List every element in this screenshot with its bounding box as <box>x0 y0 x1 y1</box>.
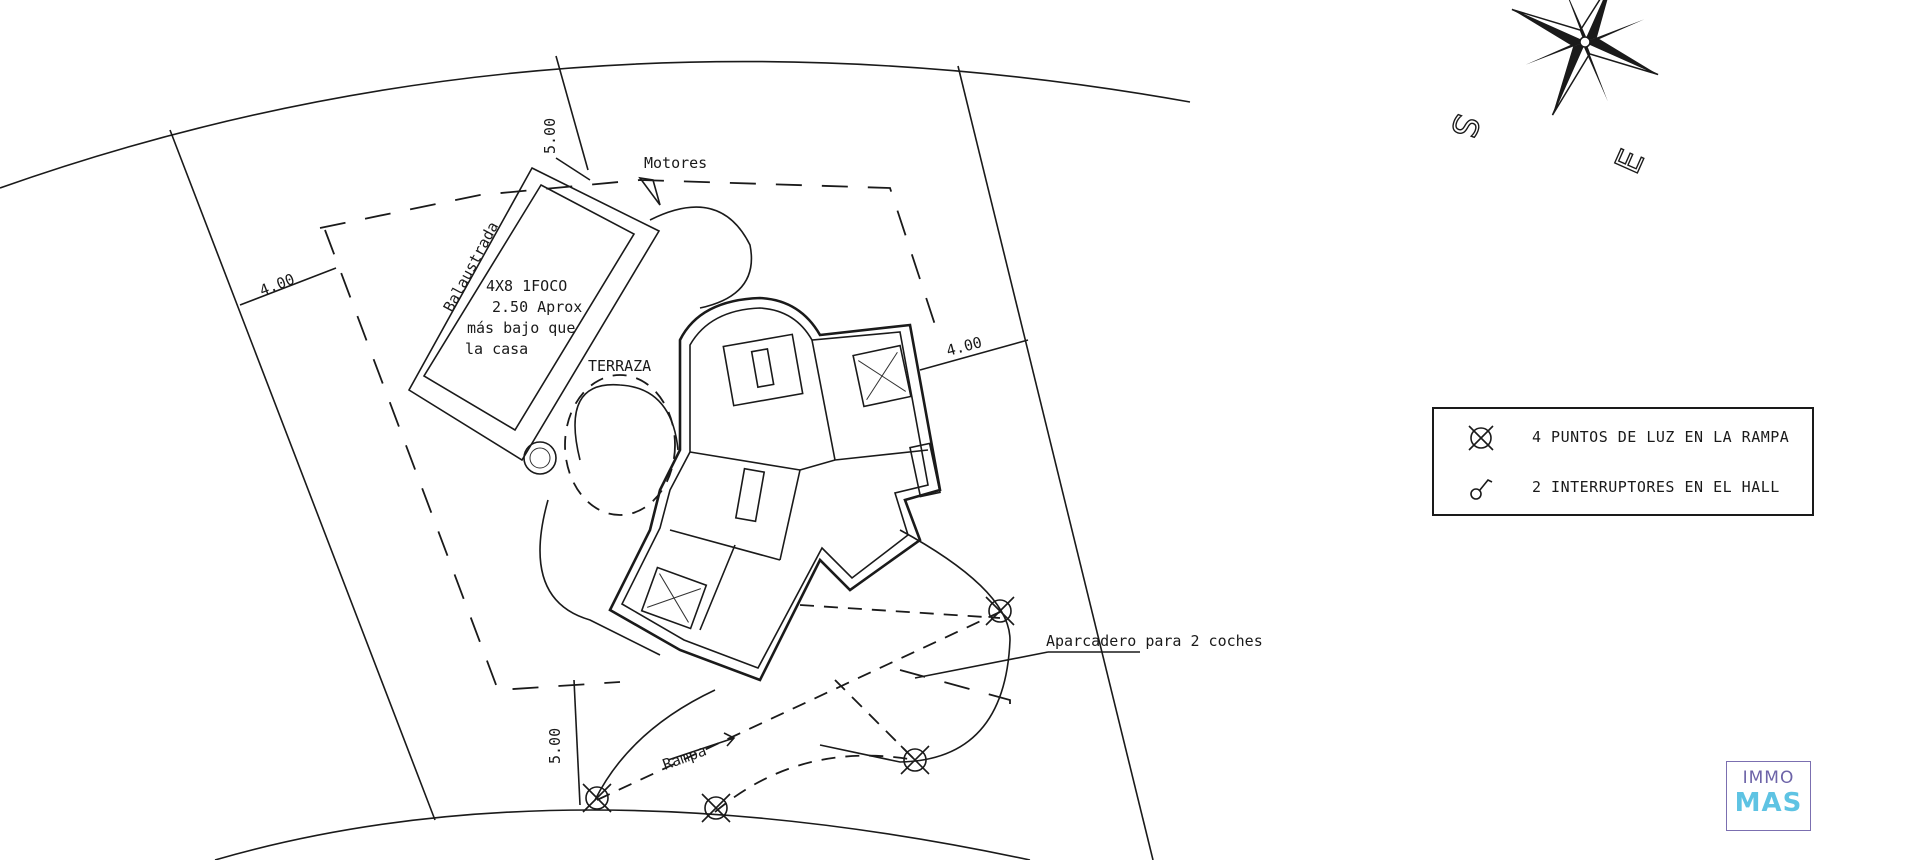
plot-line-mid <box>555 55 589 171</box>
legend-box: 4 PUNTOS DE LUZ EN LA RAMPA 2 INTERRUPTO… <box>1432 407 1814 516</box>
plot-line-right <box>957 65 1154 860</box>
label-terraza: TERRAZA <box>588 357 651 375</box>
dim-line-top <box>555 157 591 181</box>
label-pool-line2: 2.50 Aprox <box>492 298 582 316</box>
logo-line1: IMMO <box>1742 768 1795 788</box>
motor-room-outline <box>649 206 753 309</box>
compass-letter-s: S <box>1442 109 1487 143</box>
compass-rose <box>1511 0 1659 116</box>
legend-item-switches: 2 INTERRUPTORES EN EL HALL <box>1434 471 1812 501</box>
setback-line-lower <box>899 669 1011 720</box>
label-dim-left: 4.00 <box>257 270 297 300</box>
label-motores: Motores <box>644 154 707 172</box>
compass-letter-e: E <box>1608 144 1653 180</box>
label-pool-line3: más bajo que <box>467 319 575 337</box>
terrace-dashed-circle <box>564 374 676 516</box>
label-dim-right: 4.00 <box>944 333 984 360</box>
dim-line-left <box>239 267 337 306</box>
setback-line-left <box>324 229 621 691</box>
label-dim-bottom: 5.00 <box>546 728 564 764</box>
setback-line <box>319 179 941 341</box>
ramp-light-point <box>900 745 930 775</box>
ramp-outline <box>594 689 716 801</box>
logo-line2: MAS <box>1734 788 1803 818</box>
immomas-logo: IMMO MAS <box>1726 761 1811 831</box>
motores-pointer <box>638 176 661 206</box>
ramp-curve <box>819 529 1011 763</box>
legend-text-switches: 2 INTERRUPTORES EN EL HALL <box>1532 478 1780 496</box>
label-dim-top: 5.00 <box>541 118 559 154</box>
ramp-light-point <box>701 793 731 823</box>
terrace-arc <box>574 383 679 461</box>
aparcadero-pointer <box>914 651 1049 679</box>
label-pool-line4: la casa <box>465 340 528 358</box>
label-pool-line1: 4X8 1FOCO <box>486 277 567 295</box>
switch-icon <box>1470 478 1493 500</box>
stair-circle <box>523 441 557 475</box>
label-aparcadero: Aparcadero para 2 coches <box>1046 632 1263 650</box>
dim-line-right <box>919 339 1029 371</box>
dim-line-bottom <box>573 679 581 806</box>
terrace-curve <box>539 499 661 656</box>
plot-line-left <box>169 129 436 821</box>
boundary-arc-bottom <box>214 809 1031 860</box>
house-floorplan <box>608 296 942 682</box>
ramp-wiring <box>596 604 1001 813</box>
ramp-light-point <box>985 596 1015 626</box>
legend-text-light-points: 4 PUNTOS DE LUZ EN LA RAMPA <box>1532 428 1790 446</box>
label-rampa: Rampa <box>660 741 709 773</box>
pool <box>407 166 661 462</box>
boundary-arc-top <box>0 60 1191 189</box>
legend-item-light-points: 4 PUNTOS DE LUZ EN LA RAMPA <box>1434 421 1812 451</box>
ramp-light-point <box>582 783 612 813</box>
ramp-arrow <box>667 732 736 761</box>
light-point-icon <box>1468 425 1494 451</box>
